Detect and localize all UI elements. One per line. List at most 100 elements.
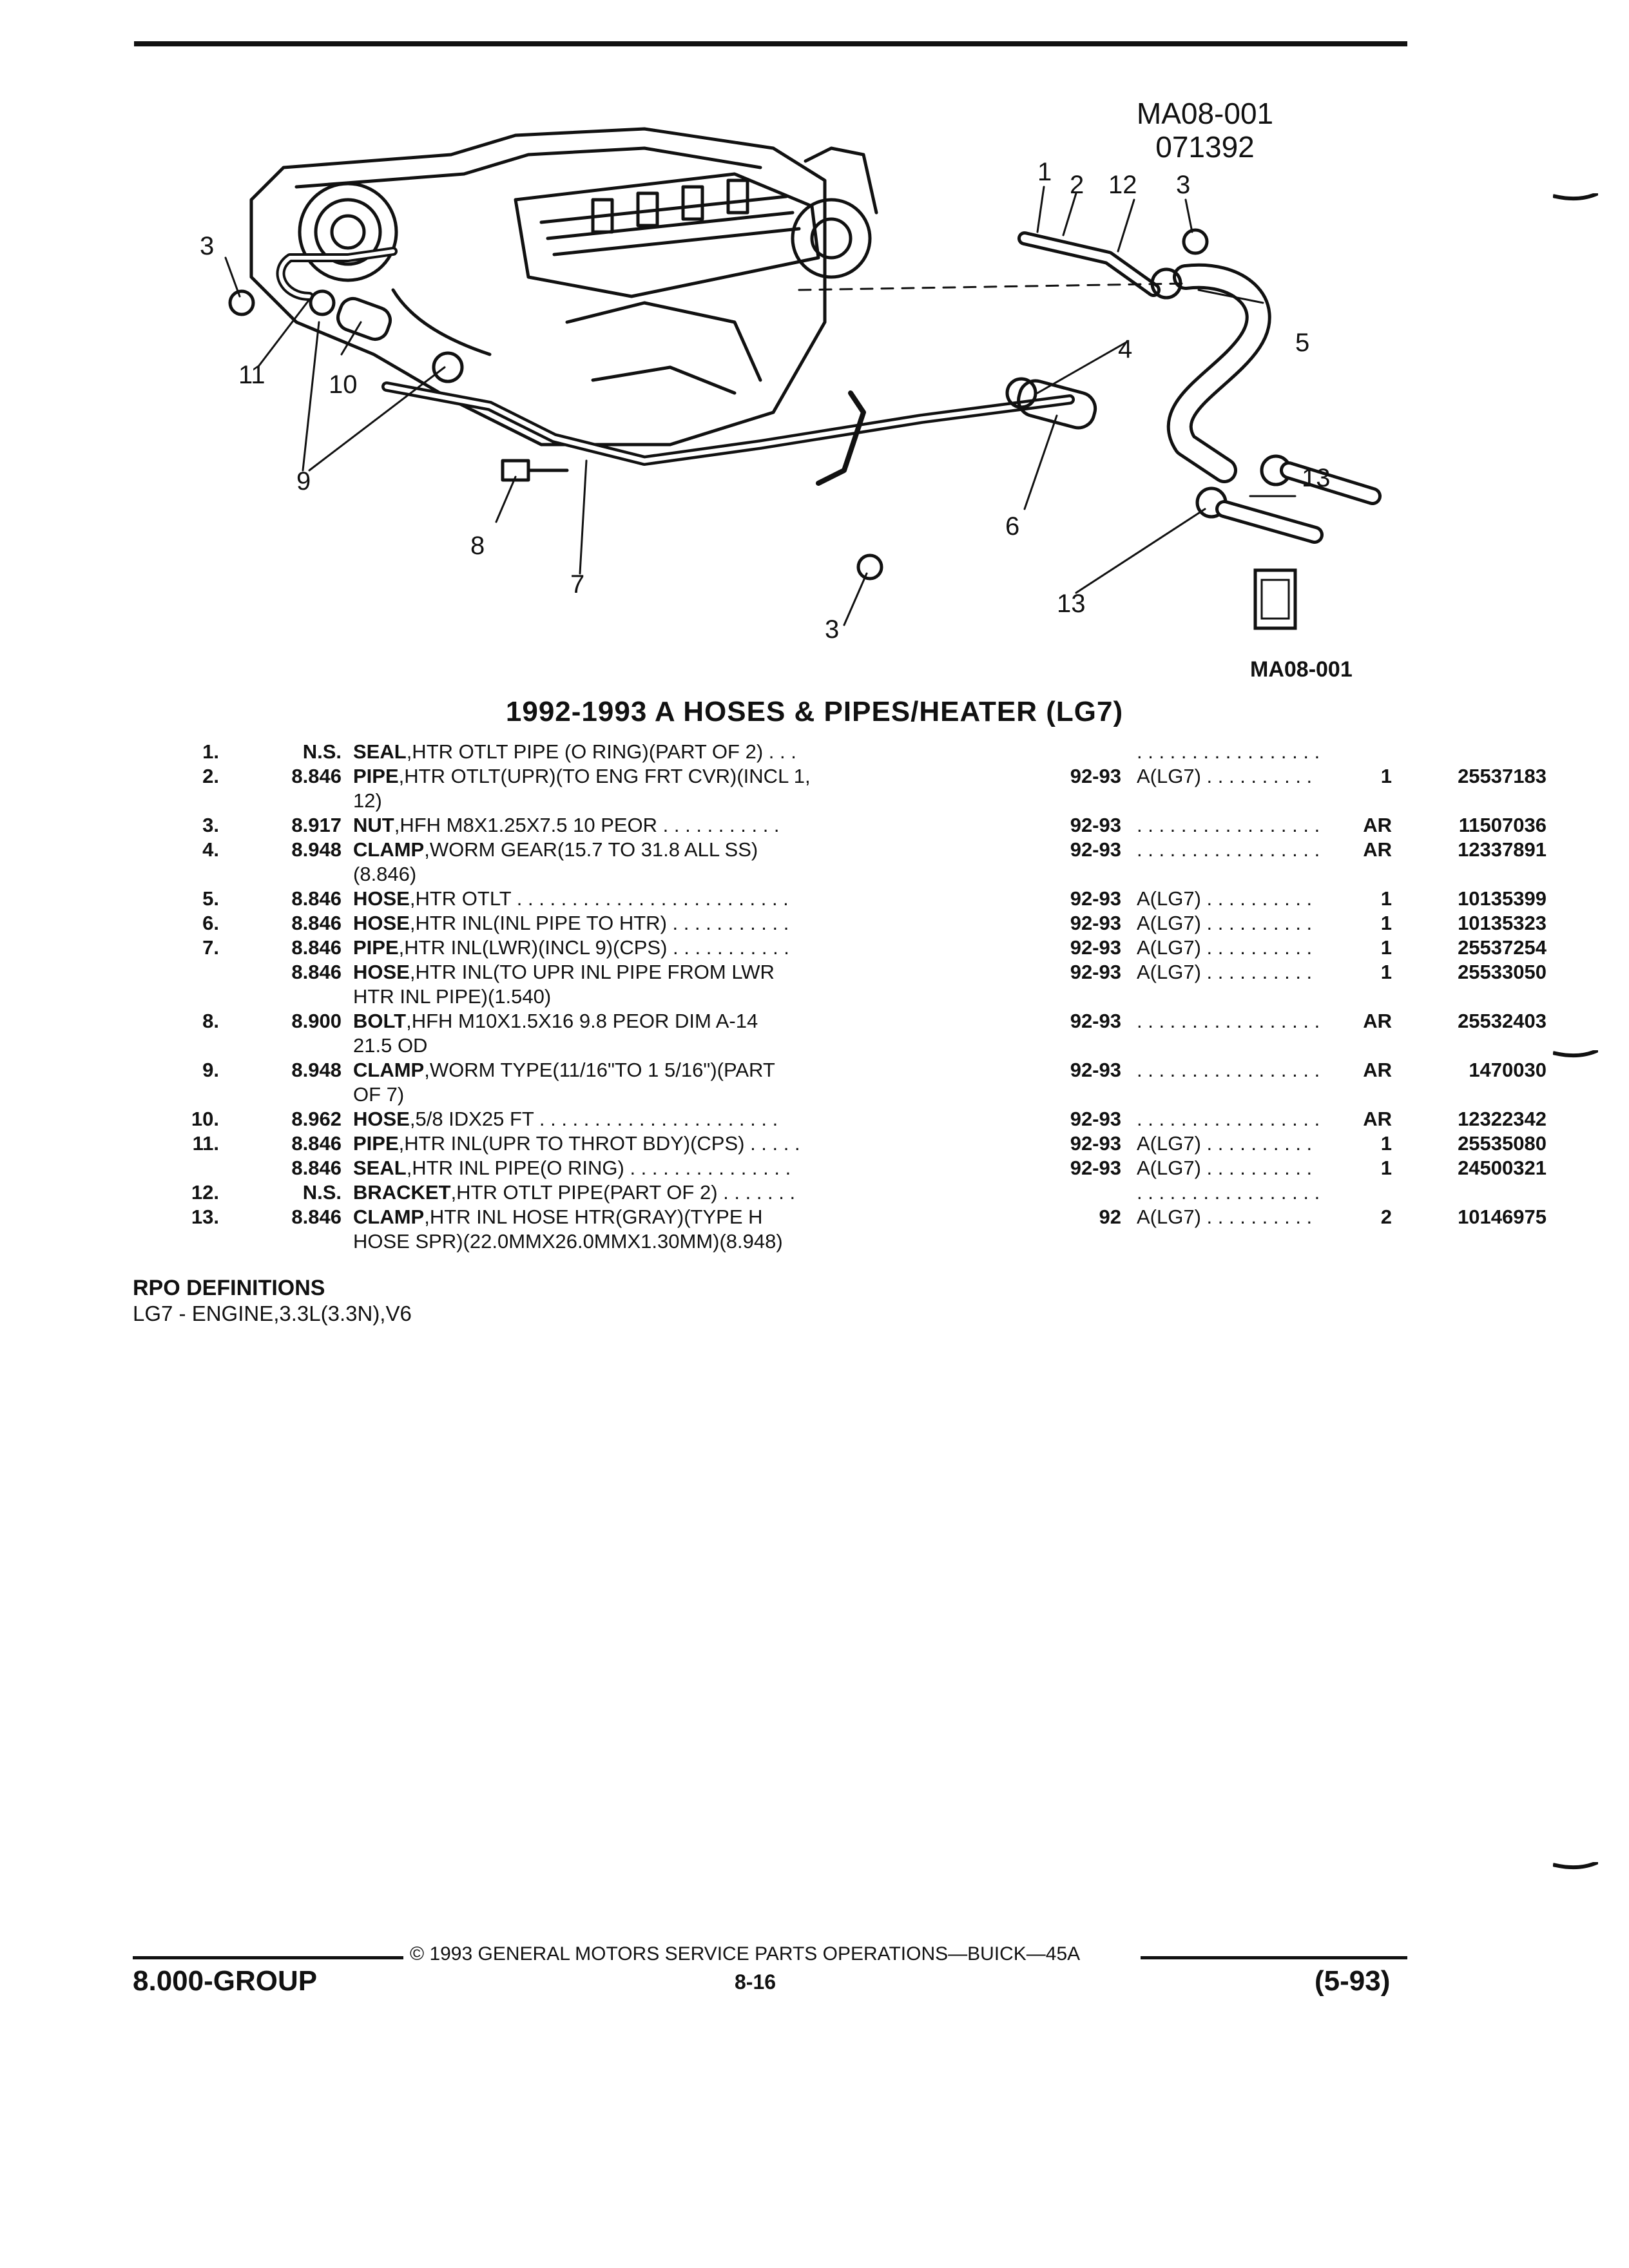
- model-years: 92-93: [1070, 814, 1121, 836]
- quantity: AR: [1363, 1010, 1392, 1032]
- footer-rule-left: [133, 1956, 403, 1959]
- figure-date: 071392: [1155, 130, 1255, 164]
- part-number: 12337891: [1458, 838, 1547, 861]
- model-years: 92-93: [1070, 912, 1121, 934]
- part-name: CLAMP: [353, 1059, 425, 1081]
- item-number: 5.: [202, 887, 219, 910]
- part-detail: ,HTR OTLT . . . . . . . . . . . . . . . …: [409, 887, 789, 910]
- model-years: 92-93: [1070, 1132, 1121, 1155]
- part-name: SEAL: [353, 1157, 407, 1179]
- group-number: 8.846: [291, 765, 342, 787]
- quantity: AR: [1363, 814, 1392, 836]
- group-number: 8.846: [291, 1132, 342, 1155]
- quantity: 1: [1380, 765, 1392, 787]
- part-number: 10146975: [1458, 1206, 1547, 1228]
- model-years: 92-93: [1070, 1059, 1121, 1081]
- part-description: SEAL,HTR OTLT PIPE (O RING)(PART OF 2) .…: [353, 740, 1055, 764]
- application: A(LG7) . . . . . . . . . .: [1137, 887, 1313, 910]
- part-number: 25532403: [1458, 1010, 1547, 1032]
- model-years: 92-93: [1070, 961, 1121, 983]
- quantity: 2: [1380, 1206, 1392, 1228]
- nut-3-drawing: [228, 289, 255, 316]
- callout-3: 3: [825, 615, 839, 644]
- parts-row: 4. 8.948 CLAMP,WORM GEAR(15.7 TO 31.8 ALL …: [161, 838, 1547, 887]
- callout-13: 13: [1302, 464, 1331, 492]
- callout-4: 4: [1118, 335, 1132, 363]
- engine-block-drawing: [249, 127, 878, 447]
- part-detail: ,HTR OTLT PIPE (O RING)(PART OF 2) . . .: [406, 740, 796, 763]
- footer-group: 8.000-GROUP: [133, 1965, 318, 1997]
- part-number: 10135323: [1458, 912, 1547, 934]
- part-description: NUT,HFH M8X1.25X7.5 10 PEOR . . . . . . …: [353, 813, 1055, 838]
- quantity: 1: [1380, 912, 1392, 934]
- part-name: PIPE: [353, 1132, 399, 1155]
- application: A(LG7) . . . . . . . . . .: [1137, 961, 1313, 983]
- item-number: 9.: [202, 1059, 219, 1081]
- application: . . . . . . . . . . . . . . . . .: [1137, 1059, 1320, 1081]
- application: A(LG7) . . . . . . . . . .: [1137, 912, 1313, 934]
- application: . . . . . . . . . . . . . . . . .: [1137, 1181, 1320, 1204]
- part-name: NUT: [353, 814, 394, 836]
- model-years: 92-93: [1070, 936, 1121, 959]
- rpo-heading: RPO DEFINITIONS: [133, 1276, 325, 1300]
- footer-date: (5-93): [1315, 1965, 1391, 1997]
- hose-6-drawing: [1017, 379, 1097, 430]
- part-name: CLAMP: [353, 838, 425, 861]
- group-number: 8.846: [291, 961, 342, 983]
- top-rule: [134, 41, 1407, 46]
- part-name: SEAL: [353, 740, 407, 763]
- footer-page-number: 8-16: [735, 1970, 776, 1994]
- part-detail: ,HFH M8X1.25X7.5 10 PEOR . . . . . . . .…: [394, 814, 780, 836]
- part-number: 25533050: [1458, 961, 1547, 983]
- group-number: 8.948: [291, 838, 342, 861]
- gm-spo-logo: [1253, 568, 1297, 630]
- item-number: 4.: [202, 838, 219, 861]
- model-years: 92: [1099, 1206, 1121, 1228]
- item-number: 12.: [191, 1181, 219, 1204]
- model-years: 92-93: [1070, 1010, 1121, 1032]
- part-description: HOSE,HTR OTLT . . . . . . . . . . . . . …: [353, 887, 1055, 911]
- footer-rule-right: [1141, 1956, 1407, 1959]
- engine-heater-hose-diagram: 1 2 12 3 3 5 4 11 10 9 8 7 6 13 3 13: [200, 127, 1382, 644]
- group-number: 8.846: [291, 912, 342, 934]
- group-number: 8.962: [291, 1108, 342, 1130]
- parts-row: 1.N.S.SEAL,HTR OTLT PIPE (O RING)(PART O…: [161, 740, 1418, 764]
- application: A(LG7) . . . . . . . . . .: [1137, 936, 1313, 959]
- model-years: 92-93: [1070, 1157, 1121, 1179]
- callout-10: 10: [329, 370, 358, 399]
- parts-row: 8.846 HOSE,HTR INL(TO UPR INL PIPE FROM L…: [161, 960, 1547, 1009]
- part-name: HOSE: [353, 1108, 410, 1130]
- group-number: 8.948: [291, 1059, 342, 1081]
- figure-code: MA08-001: [1136, 97, 1274, 130]
- part-detail: ,HTR INL(INL PIPE TO HTR) . . . . . . . …: [409, 912, 789, 934]
- part-description: PIPE,HTR OTLT(UPR)(TO ENG FRT CVR)(INCL …: [353, 764, 1055, 813]
- group-number: N.S.: [302, 740, 342, 763]
- part-description: PIPE,HTR INL(UPR TO THROT BDY)(CPS) . . …: [353, 1131, 1055, 1156]
- part-description: PIPE,HTR INL(LWR)(INCL 9)(CPS) . . . . .…: [353, 936, 1055, 960]
- part-detail: ,HTR OTLT PIPE(PART OF 2) . . . . . . .: [450, 1181, 796, 1204]
- part-name: HOSE: [353, 961, 410, 983]
- model-years: 92-93: [1070, 838, 1121, 861]
- part-detail: ,HTR INL(TO UPR INL PIPE FROM LWR: [409, 961, 775, 983]
- bolt-8-drawing: [501, 459, 569, 482]
- part-detail: ,WORM GEAR(15.7 TO 31.8 ALL SS): [424, 838, 758, 861]
- group-number: 8.900: [291, 1010, 342, 1032]
- part-detail: ,HTR INL HOSE HTR(GRAY)(TYPE H: [424, 1206, 763, 1228]
- quantity: 1: [1380, 1157, 1392, 1179]
- quantity: AR: [1363, 1108, 1392, 1130]
- part-detail: ,HTR INL(UPR TO THROT BDY)(CPS) . . . . …: [398, 1132, 800, 1155]
- part-detail: ,HTR INL(LWR)(INCL 9)(CPS) . . . . . . .…: [398, 936, 789, 959]
- part-number: 1470030: [1469, 1059, 1547, 1081]
- figure-caption: MA08-001: [1250, 657, 1353, 682]
- part-name: CLAMP: [353, 1206, 425, 1228]
- application: . . . . . . . . . . . . . . . . .: [1137, 740, 1320, 763]
